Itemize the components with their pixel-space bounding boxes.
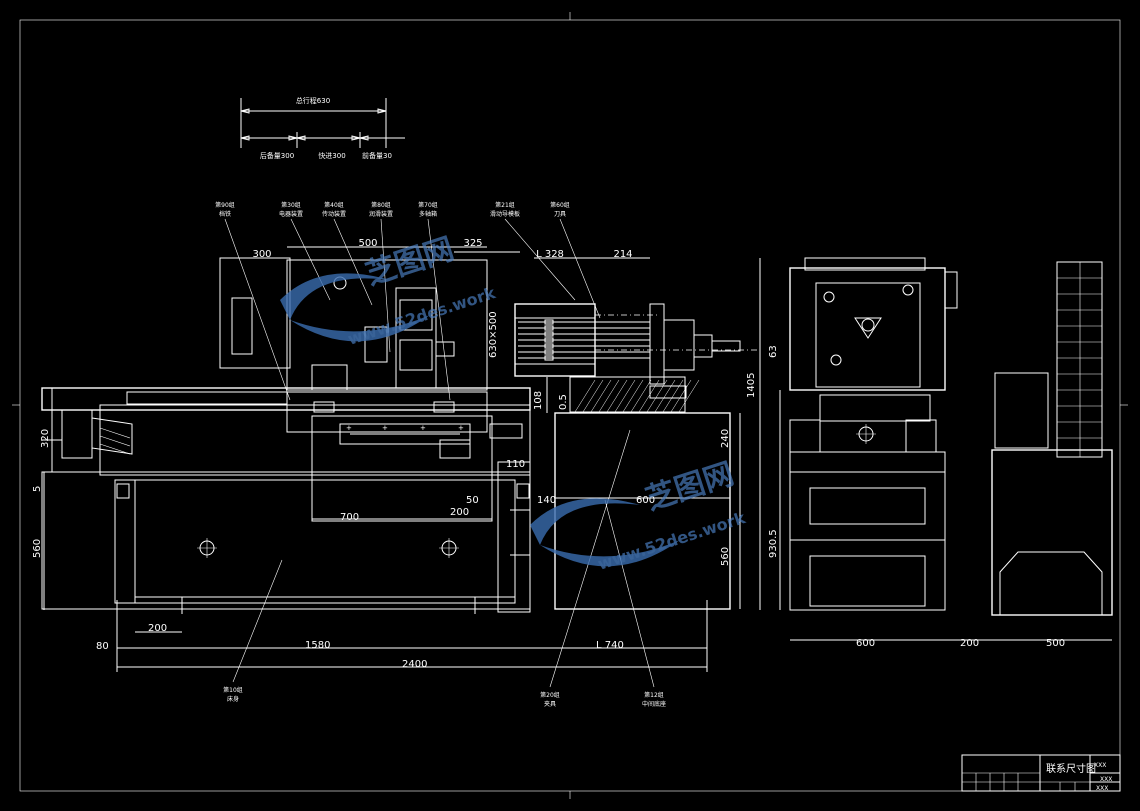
end-view: [789, 257, 1113, 616]
watermark-url-top: www.52des.work: [345, 283, 498, 349]
part-callouts: 第90组档铁第30组电器装置第40组传动装置第80组润滑装置第70组多轴箱第21…: [215, 201, 666, 708]
svg-text:+: +: [458, 424, 464, 432]
title-block: 联系尺寸图 XXX XXX XXX: [961, 754, 1121, 792]
callout-number: 第60组: [550, 201, 570, 209]
callout-number: 第70组: [418, 201, 438, 209]
callout-number: 第90组: [215, 201, 235, 209]
dim-side-600: 600: [856, 638, 875, 649]
dim-700: 700: [340, 512, 359, 523]
dim-0-5: 0.5: [558, 394, 569, 410]
dim-500: 500: [358, 238, 377, 249]
dim-108: 108: [533, 391, 544, 410]
callout-name: 传动装置: [322, 210, 346, 218]
dim-side-500: 500: [1046, 638, 1065, 649]
svg-text:+: +: [420, 424, 426, 432]
callout-number: 第30组: [281, 201, 301, 209]
dimensions: 300 500 325 L 328 214 630×500 320 5 560 …: [32, 238, 1112, 672]
dim-300: 300: [252, 249, 271, 260]
dim-740: L 740: [596, 640, 624, 651]
dim-63: 63: [768, 345, 779, 358]
svg-text:+: +: [382, 424, 388, 432]
dim-110: 110: [506, 459, 525, 470]
watermark-bottom: 芝图网 www.52des.work: [530, 457, 748, 574]
dim-200: 200: [148, 623, 167, 634]
callout-name: 滑动导模板: [490, 210, 520, 218]
front-margin-label: 前备量30: [362, 151, 392, 160]
leader-line: [559, 218, 601, 319]
dim-5: 5: [32, 486, 43, 492]
svg-text:+: +: [346, 424, 352, 432]
callout-name: 床身: [227, 695, 239, 703]
leader-line: [604, 499, 655, 688]
side-view: + + + +: [41, 257, 760, 614]
dim-1580: 1580: [305, 640, 330, 651]
callout-number: 第80组: [371, 201, 391, 209]
callout-name: 多轴箱: [419, 210, 437, 218]
dim-80: 80: [96, 641, 109, 652]
code-1: XXX: [1094, 762, 1106, 769]
dim-600-mid: 600: [636, 495, 655, 506]
dim-214: 214: [613, 249, 632, 260]
dim-1405: 1405: [746, 373, 757, 398]
callout-name: 润滑装置: [369, 210, 393, 218]
callout-number: 第12组: [644, 691, 664, 699]
dim-320: 320: [40, 429, 51, 448]
dim-560-b: 560: [720, 547, 731, 566]
stroke-diagram: 总行程630 后备量300 快进300 前备量30: [240, 96, 405, 160]
dim-560: 560: [32, 539, 43, 558]
watermark-top: 芝图网 www.52des.work: [280, 232, 498, 349]
dim-200-a: 200: [450, 507, 469, 518]
leader-line: [504, 218, 576, 301]
callout-name: 电器装置: [279, 210, 303, 218]
leader-line: [224, 218, 291, 401]
dim-140: 140: [537, 495, 556, 506]
dim-side-200: 200: [960, 638, 979, 649]
code-3: XXX: [1096, 785, 1108, 792]
total-stroke-label: 总行程630: [296, 96, 330, 105]
dim-325: 325: [463, 238, 482, 249]
code-2: XXX: [1100, 776, 1112, 783]
watermark-title-bottom: 芝图网: [642, 457, 738, 518]
dim-50: 50: [466, 495, 479, 506]
callout-number: 第21组: [495, 201, 515, 209]
callout-number: 第40组: [324, 201, 344, 209]
leader-line: [232, 559, 283, 683]
dim-630x500: 630×500: [488, 311, 499, 358]
callout-name: 档铁: [219, 210, 231, 218]
callout-name: 刀具: [554, 211, 566, 218]
dim-930-5: 930.5: [768, 529, 779, 558]
drawing-title: 联系尺寸图: [1046, 762, 1096, 775]
callout-number: 第20组: [540, 691, 560, 699]
dim-328: L 328: [536, 249, 564, 260]
callout-number: 第10组: [223, 686, 243, 694]
leader-line: [427, 218, 451, 401]
dim-2400: 2400: [402, 659, 427, 670]
callout-name: 夹具: [544, 700, 556, 708]
rear-margin-label: 后备量300: [260, 151, 294, 160]
dim-240: 240: [720, 429, 731, 448]
fast-feed-label: 快进300: [318, 151, 345, 160]
callout-name: 中间底座: [642, 700, 666, 708]
leader-line: [333, 218, 373, 306]
